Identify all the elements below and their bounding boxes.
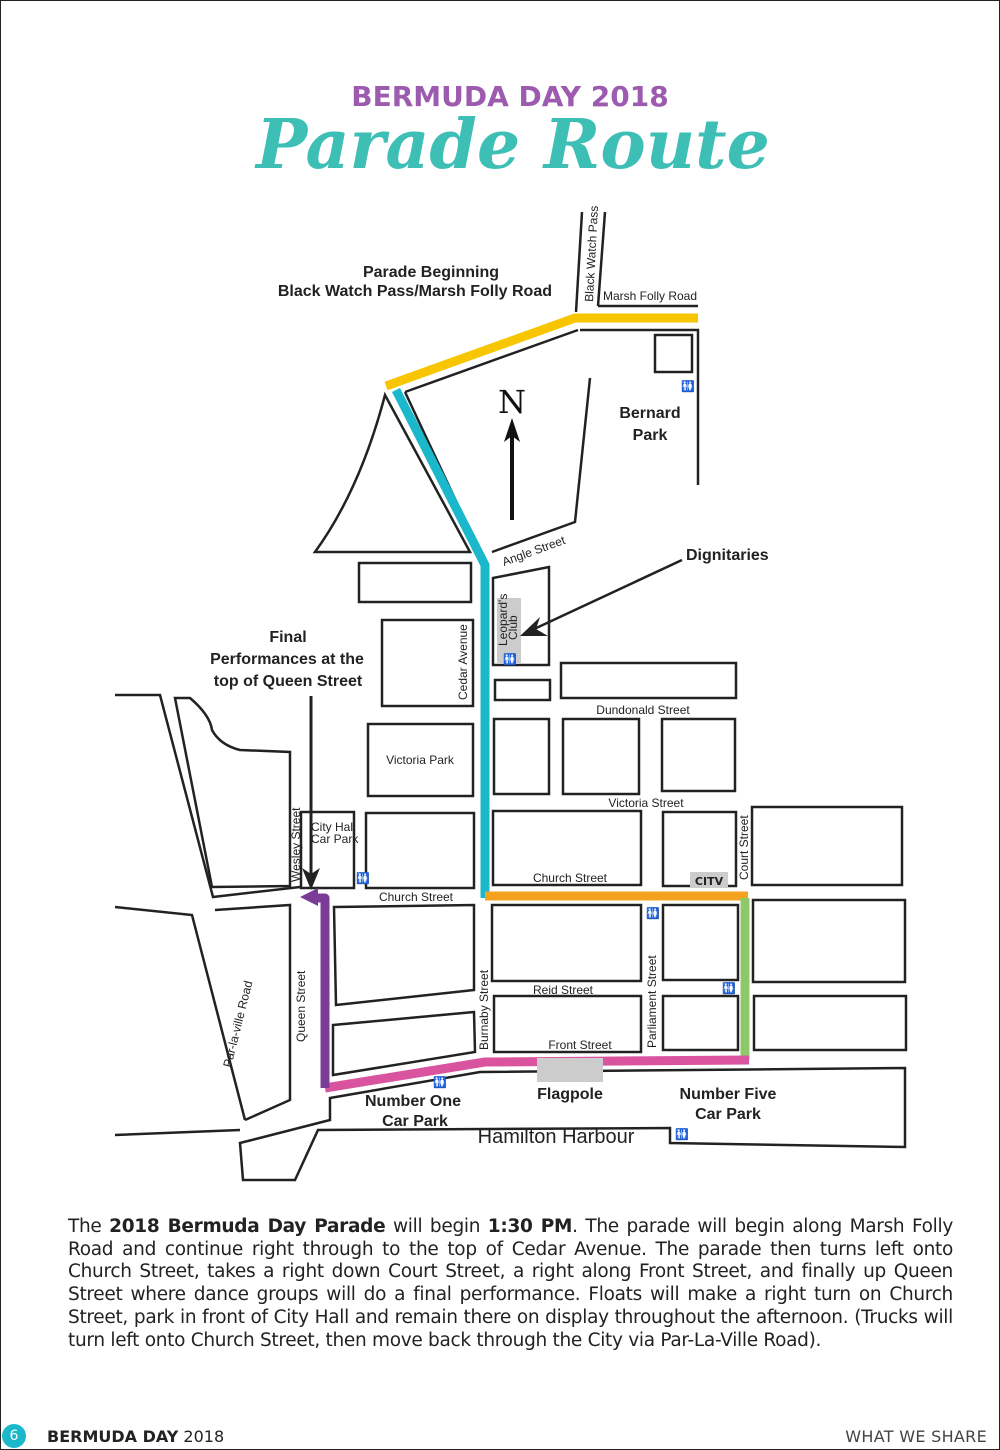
page-footer: 6 BERMUDA DAY 2018 WHAT WE SHARE — [0, 1420, 1000, 1450]
street-queen-street: Queen Street — [294, 970, 308, 1042]
street-church-street: Church Street — [379, 890, 454, 904]
description-text: will begin — [385, 1216, 488, 1237]
dignitaries-arrow — [520, 558, 683, 636]
final-label-2: Performances at the — [210, 651, 364, 668]
header-title: Parade Route — [254, 105, 770, 185]
flagpole-area — [537, 1058, 603, 1082]
street-cedar-avenue: Cedar Avenue — [456, 624, 470, 700]
leopards-club-area — [497, 598, 521, 664]
street-reid-street: Reid Street — [533, 983, 594, 997]
route-segment-cedar-avenue — [391, 387, 490, 898]
footer-section: WHAT WE SHARE — [845, 1427, 987, 1446]
street-burnaby-street: Burnaby Street — [477, 969, 491, 1050]
parade-route — [300, 313, 750, 1093]
route-segment-front-street — [324, 1055, 750, 1093]
number-five-label-2: Car Park — [695, 1106, 761, 1123]
north-arrow: N — [498, 383, 526, 520]
leopards-label-1: Leopard's — [496, 594, 510, 646]
street-marsh-folly-road: Marsh Folly Road — [603, 289, 697, 303]
hamilton-harbour-label: Hamilton Harbour — [478, 1126, 635, 1148]
route-description: The 2018 Bermuda Day Parade will begin 1… — [68, 1216, 953, 1352]
restroom-icon: 🚻 — [722, 982, 736, 995]
page-number: 6 — [2, 1424, 26, 1448]
citv-area — [690, 872, 728, 888]
number-five-label-1: Number Five — [680, 1086, 777, 1103]
restroom-icon: 🚻 — [681, 380, 695, 393]
flagpole-label: Flagpole — [537, 1086, 603, 1103]
description-start-time: 1:30 PM — [487, 1216, 573, 1237]
citv-label: CITV — [695, 875, 724, 888]
street-court-street: Court Street — [737, 815, 751, 880]
bernard-park-label-1: Bernard — [619, 405, 680, 422]
city-hall-label-1: City Hall — [311, 820, 356, 834]
restroom-icon: 🚻 — [675, 1128, 689, 1141]
number-one-label-2: Car Park — [382, 1113, 448, 1130]
city-hall-label-2: Car Park — [311, 832, 359, 846]
restroom-icon: 🚻 — [503, 653, 517, 666]
description-text: . The parade will begin along Marsh Foll… — [68, 1216, 953, 1351]
street-wesley-street: Wesley Street — [289, 807, 303, 882]
parade-beginning-label: Parade Beginning — [363, 264, 499, 281]
leopards-label-2: Club — [506, 615, 520, 640]
final-performance-arrow — [302, 696, 320, 890]
route-segment-marsh-folly — [384, 313, 698, 391]
north-label: N — [498, 383, 526, 421]
number-one-label-1: Number One — [365, 1093, 461, 1110]
street-angle-street: Angle Street — [500, 533, 567, 569]
footer-title: BERMUDA DAY 2018 — [47, 1427, 224, 1446]
header-subtitle: BERMUDA DAY 2018 — [351, 80, 668, 113]
street-black-watch-pass: Black Watch Pass — [582, 205, 601, 302]
parade-beginning-location: Black Watch Pass/Marsh Folly Road — [278, 283, 552, 300]
parade-route-map: BERMUDA DAY 2018 Parade Route — [114, 80, 908, 1182]
street-victoria-street: Victoria Street — [608, 796, 684, 810]
dignitaries-label: Dignitaries — [686, 547, 769, 564]
street-par-la-ville-road: Par-la-ville Road — [220, 979, 255, 1068]
footer-title-bold: BERMUDA DAY — [47, 1427, 179, 1446]
description-parade-name: 2018 Bermuda Day Parade — [109, 1216, 386, 1237]
street-parliament-street: Parliament Street — [645, 955, 659, 1048]
street-church-street: Church Street — [533, 871, 608, 885]
description-text: The — [68, 1216, 110, 1237]
final-label-3: top of Queen Street — [214, 673, 363, 690]
route-end-arrow — [300, 888, 318, 906]
restroom-icon: 🚻 — [433, 1076, 447, 1089]
route-segment-queen-street — [318, 893, 330, 1088]
restroom-icons: 🚻 🚻 🚻 🚻 🚻 🚻 🚻 — [356, 380, 736, 1141]
victoria-park-label: Victoria Park — [386, 753, 455, 767]
footer-title-year: 2018 — [178, 1427, 225, 1446]
street-front-street: Front Street — [548, 1038, 612, 1052]
final-label-1: Final — [269, 629, 306, 646]
street-dundonald-street: Dundonald Street — [596, 703, 690, 717]
restroom-icon: 🚻 — [646, 907, 660, 920]
restroom-icon: 🚻 — [356, 872, 370, 885]
bernard-park-label-2: Park — [633, 427, 668, 444]
